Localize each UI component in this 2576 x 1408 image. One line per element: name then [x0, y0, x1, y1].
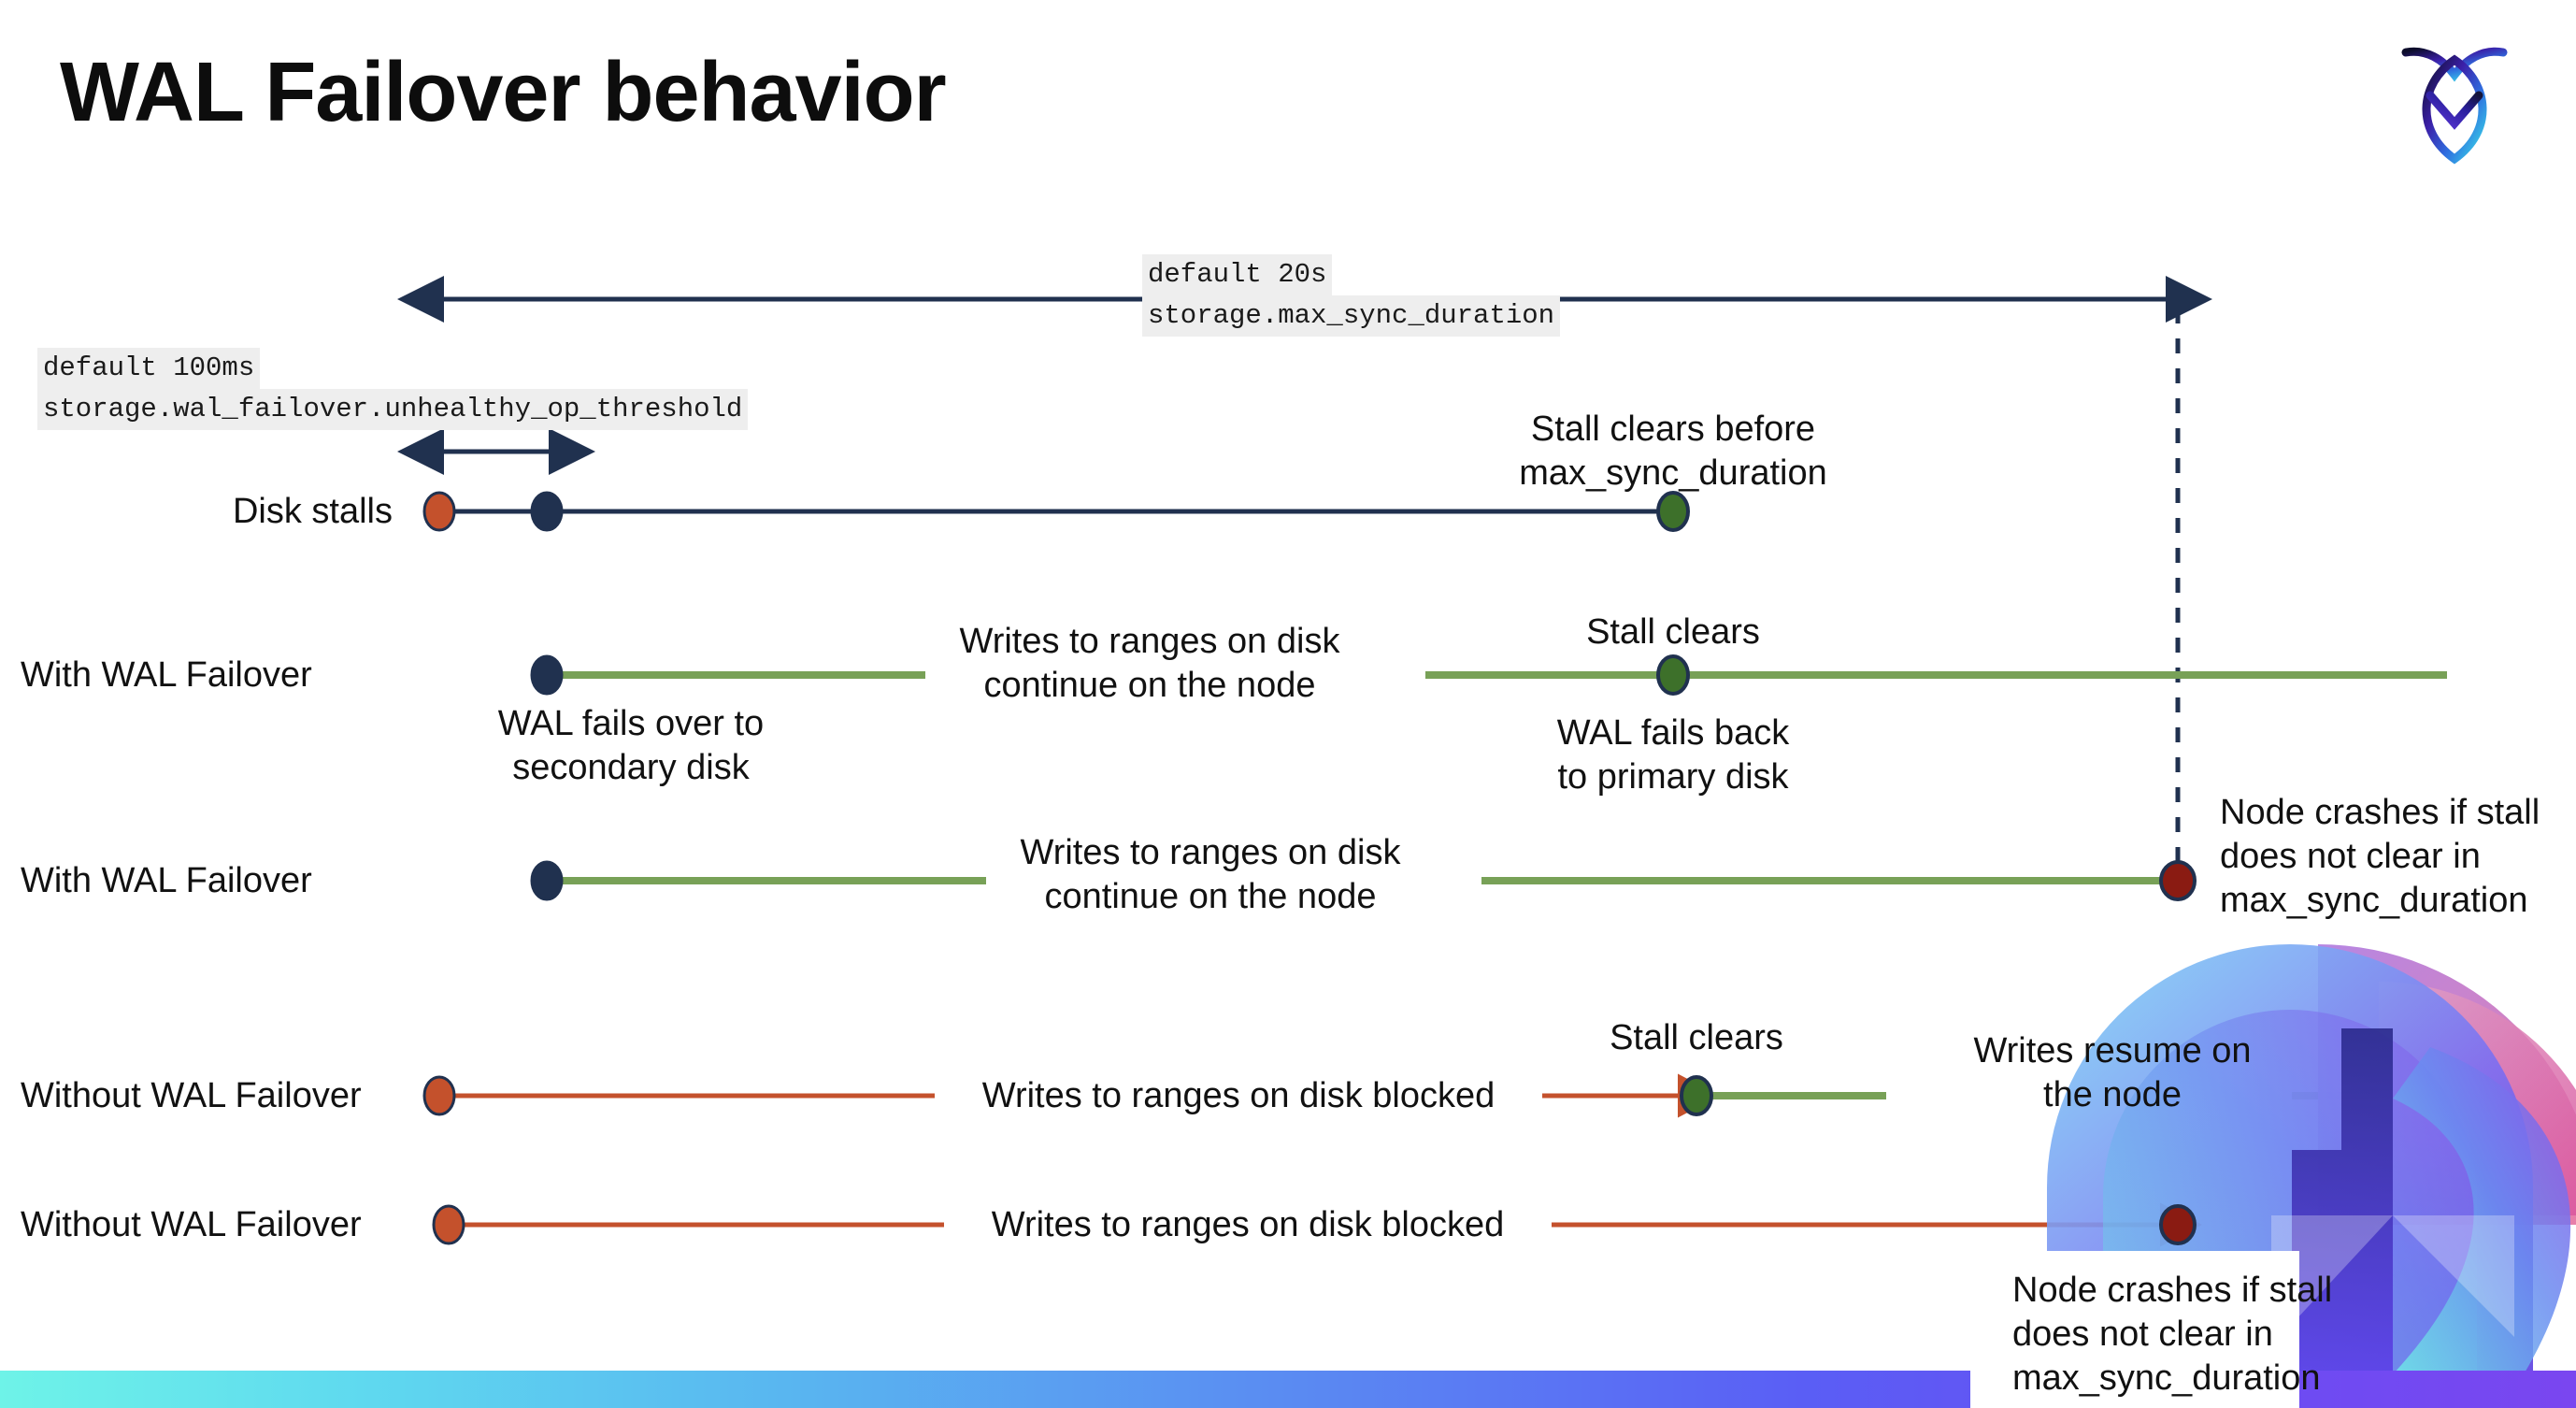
callout-wal-fails-back-line1: WAL fails back — [1556, 713, 1790, 753]
callout-writes-blocked-2: Writes to ranges on disk blocked — [991, 1205, 1505, 1244]
callout-stall-clears-2: Stall clears — [1586, 612, 1760, 652]
row-label-without-wal-failover-1: Without WAL Failover — [21, 1076, 362, 1115]
callout-node-crashes-2-line2: does not clear in — [2012, 1315, 2273, 1354]
page-title: WAL Failover behavior — [60, 46, 947, 139]
callout-stall-clears-3: Stall clears — [1610, 1018, 1783, 1057]
callout-stall-clears-before-line2: max_sync_duration — [1519, 453, 1827, 493]
callout-node-crashes-1-line1: Node crashes if stall — [2220, 793, 2540, 832]
callout-node-crashes-2-box: Node crashes if stall does not clear in … — [1970, 1251, 2332, 1408]
callout-writes-resume-line1: Writes resume on — [1973, 1031, 2252, 1070]
unhealthy-setting-chip: storage.wal_failover.unhealthy_op_thresh… — [37, 389, 749, 430]
row-label-with-wal-failover-1: With WAL Failover — [21, 655, 312, 695]
callout-writes-continue-1-line2: continue on the node — [983, 666, 1316, 705]
row-label-without-wal-failover-2: Without WAL Failover — [21, 1205, 362, 1244]
callout-writes-resume-line2: the node — [2043, 1075, 2182, 1114]
callout-wal-fails-over-line2: secondary disk — [512, 748, 750, 787]
callout-node-crashes-1-line2: does not clear in — [2220, 837, 2481, 876]
callout-writes-continue-1-line1: Writes to ranges on disk — [959, 622, 1340, 661]
callout-writes-continue-2-line2: continue on the node — [1044, 877, 1377, 916]
max-sync-setting-chip: storage.max_sync_duration — [1142, 295, 1561, 337]
callout-wal-fails-over-line1: WAL fails over to — [497, 704, 765, 743]
callout-node-crashes-2-line3: max_sync_duration — [2012, 1358, 2321, 1398]
callout-writes-continue-2-line1: Writes to ranges on disk — [1020, 833, 1401, 872]
cockroachdb-logo-icon — [2389, 26, 2520, 166]
row-label-disk-stalls: Disk stalls — [232, 492, 393, 531]
callout-stall-clears-before-line1: Stall clears before — [1530, 409, 1816, 449]
callout-node-crashes-1-line3: max_sync_duration — [2220, 881, 2528, 920]
callout-wal-fails-back-line2: to primary disk — [1557, 757, 1789, 797]
unhealthy-default-chip: default 100ms — [37, 348, 261, 389]
callout-writes-blocked-1: Writes to ranges on disk blocked — [981, 1076, 1496, 1115]
callout-node-crashes-2-line1: Node crashes if stall — [2012, 1271, 2333, 1310]
max-sync-default-chip: default 20s — [1142, 254, 1333, 295]
row-label-with-wal-failover-2: With WAL Failover — [21, 861, 312, 900]
